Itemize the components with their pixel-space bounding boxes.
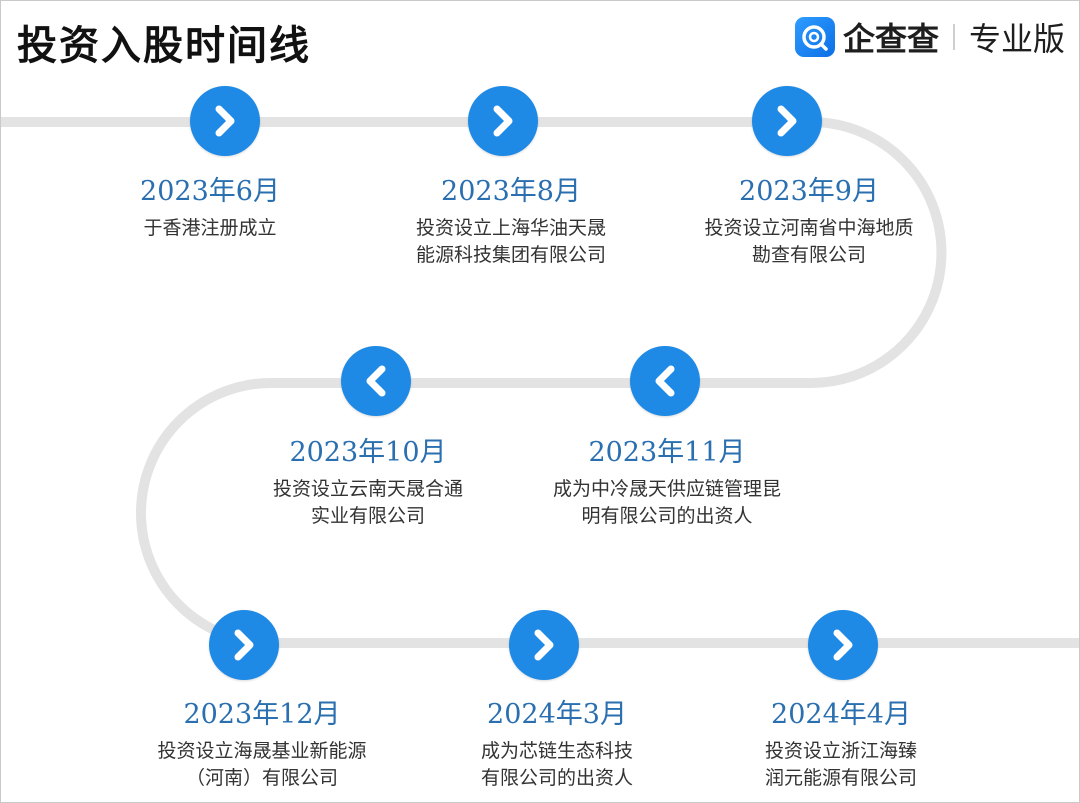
chevron-right-icon <box>534 629 554 661</box>
chevron-right-icon <box>777 105 797 137</box>
event-description: 投资设立海晟基业新能源 （河南）有限公司 <box>112 738 412 792</box>
event-description-line: 成为芯链生态科技 <box>480 740 633 762</box>
event-date: 2023年11月 <box>588 437 746 468</box>
timeline-node-4 <box>341 346 411 416</box>
event-date: 2023年8月 <box>441 176 581 207</box>
event-description-line: 于香港注册成立 <box>143 217 277 239</box>
event-description-line: 润元能源有限公司 <box>764 767 917 789</box>
timeline-event-8: 2024年4月 投资设立浙江海臻 润元能源有限公司 <box>691 698 991 792</box>
brand-name: 企查查 <box>842 20 939 58</box>
event-date: 2023年9月 <box>739 176 879 207</box>
event-date: 2024年4月 <box>771 699 911 730</box>
event-description-line: 有限公司的出资人 <box>480 767 633 789</box>
event-description-line: 投资设立上海华油天晟 <box>415 217 606 239</box>
event-description: 投资设立河南省中海地质 勘查有限公司 <box>659 215 959 269</box>
event-description-line: 成为中冷晟天供应链管理昆 <box>552 478 781 500</box>
event-description-line: （河南）有限公司 <box>185 767 338 789</box>
event-description-line: 投资设立云南天晟合通 <box>272 478 463 500</box>
page-title: 投资入股时间线 <box>17 23 311 69</box>
chevron-right-icon <box>493 105 513 137</box>
event-description-line: 投资设立海晟基业新能源 <box>157 740 367 762</box>
timeline-event-6: 2023年12月 投资设立海晟基业新能源 （河南）有限公司 <box>112 698 412 792</box>
timeline-event-7: 2024年3月 成为芯链生态科技 有限公司的出资人 <box>407 698 707 792</box>
brand-edition: 专业版 <box>968 20 1065 58</box>
event-description-line: 实业有限公司 <box>310 505 425 527</box>
event-description: 投资设立上海华油天晟 能源科技集团有限公司 <box>361 215 661 269</box>
timeline-node-2 <box>468 86 538 156</box>
timeline-event-1: 2023年6月 于香港注册成立 <box>60 175 360 242</box>
timeline-event-5: 2023年11月 成为中冷晟天供应链管理昆 明有限公司的出资人 <box>517 436 817 530</box>
timeline-node-5 <box>630 346 700 416</box>
event-date: 2023年6月 <box>140 176 280 207</box>
chevron-left-icon <box>366 365 386 397</box>
event-description-line: 投资设立河南省中海地质 <box>704 217 914 239</box>
timeline-event-4: 2023年10月 投资设立云南天晟合通 实业有限公司 <box>218 436 518 530</box>
chevron-left-icon <box>655 365 675 397</box>
event-description: 投资设立云南天晟合通 实业有限公司 <box>218 476 518 530</box>
event-description: 于香港注册成立 <box>60 215 360 242</box>
event-description-line: 明有限公司的出资人 <box>581 505 753 527</box>
event-description: 投资设立浙江海臻 润元能源有限公司 <box>691 738 991 792</box>
timeline-node-7 <box>509 610 579 680</box>
event-description-line: 投资设立浙江海臻 <box>764 740 917 762</box>
timeline-event-2: 2023年8月 投资设立上海华油天晟 能源科技集团有限公司 <box>361 175 661 269</box>
brand-logo-icon <box>794 17 835 57</box>
timeline-node-8 <box>808 610 878 680</box>
event-description: 成为中冷晟天供应链管理昆 明有限公司的出资人 <box>517 476 817 530</box>
timeline-node-6 <box>209 610 279 680</box>
brand: 企查查 专业版 <box>794 15 1065 59</box>
chevron-right-icon <box>833 629 853 661</box>
event-date: 2023年10月 <box>289 437 447 468</box>
timeline-node-1 <box>190 86 260 156</box>
chevron-right-icon <box>215 105 235 137</box>
timeline-track-path <box>1 117 1079 648</box>
chevron-right-icon <box>234 629 254 661</box>
brand-divider <box>952 24 955 50</box>
event-description-line: 勘查有限公司 <box>751 244 866 266</box>
event-date: 2024年3月 <box>487 699 627 730</box>
event-description: 成为芯链生态科技 有限公司的出资人 <box>407 738 707 792</box>
event-date: 2023年12月 <box>183 699 341 730</box>
event-description-line: 能源科技集团有限公司 <box>415 244 606 266</box>
timeline-node-3 <box>752 86 822 156</box>
timeline-event-3: 2023年9月 投资设立河南省中海地质 勘查有限公司 <box>659 175 959 269</box>
